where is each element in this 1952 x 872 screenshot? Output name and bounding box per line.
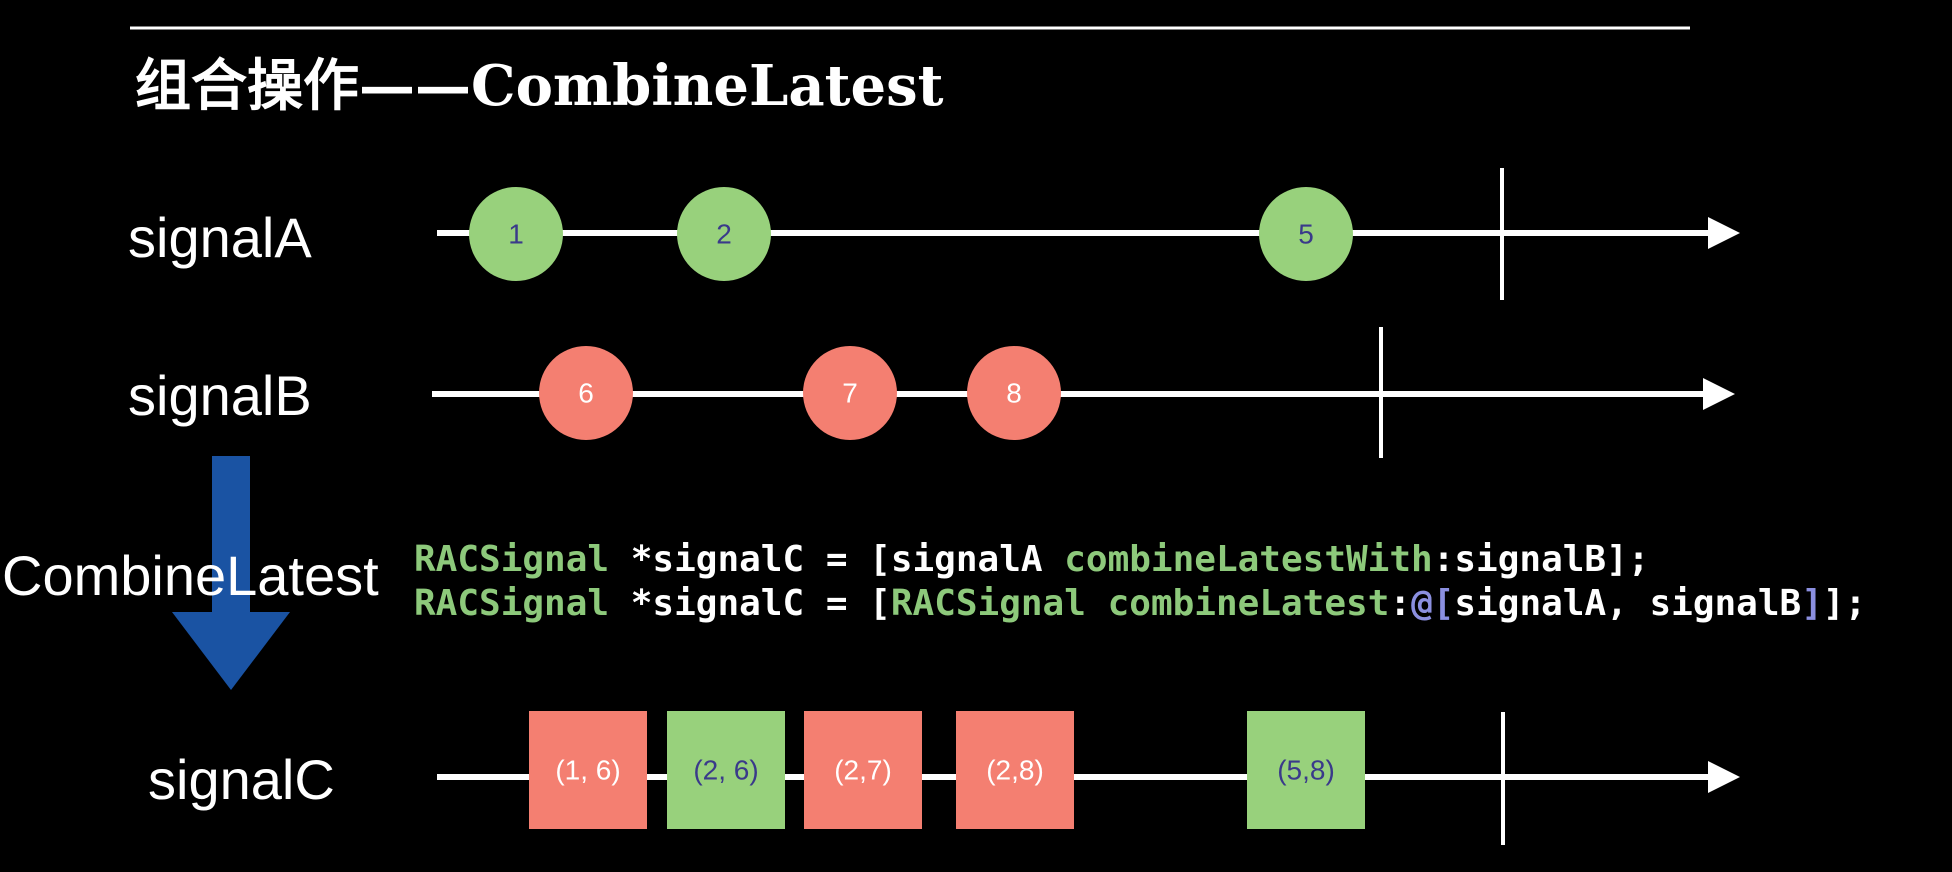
down-arrow: [172, 456, 290, 690]
page-title: 组合操作——CombineLatest: [135, 53, 944, 119]
event-label: 6: [578, 378, 594, 409]
event-label: (2, 6): [693, 755, 758, 786]
event-box-signalC: (1, 6): [529, 711, 647, 829]
code-token-method: combineLatest: [1107, 583, 1390, 624]
event-label: 1: [508, 219, 524, 250]
code-token-type: RACSignal: [414, 583, 610, 624]
code-token-plain: [1086, 583, 1108, 624]
event-marble-signalB: 7: [803, 346, 897, 440]
signal-label-b: signalB: [128, 364, 312, 427]
operator-label: CombineLatest: [2, 544, 379, 607]
code-line: RACSignal *signalC = [RACSignal combineL…: [414, 586, 1866, 622]
code-token-plain: *signalC = [signalA: [609, 539, 1065, 580]
timeline-signalB: [432, 327, 1735, 458]
event-label: 7: [842, 378, 858, 409]
event-label: (2,7): [834, 755, 892, 786]
event-marble-signalA: 1: [469, 187, 563, 281]
event-label: 5: [1298, 219, 1314, 250]
code-line: RACSignal *signalC = [signalA combineLat…: [414, 542, 1649, 578]
event-marble-signalA: 2: [677, 187, 771, 281]
code-token-plain: ];: [1822, 583, 1867, 624]
code-token-type: RACSignal: [890, 583, 1086, 624]
timeline-signalA: [437, 168, 1740, 300]
code-token-type: RACSignal: [414, 539, 610, 580]
signal-label-a: signalA: [128, 206, 312, 269]
code-token-plain: :: [1389, 583, 1412, 624]
code-token-at: ]: [1801, 583, 1823, 624]
event-label: (1, 6): [555, 755, 620, 786]
event-label: 2: [716, 219, 732, 250]
timeline-signalC: [437, 712, 1740, 845]
code-token-plain: signalA, signalB: [1454, 583, 1802, 624]
event-label: (5,8): [1277, 755, 1335, 786]
event-box-signalC: (2, 6): [667, 711, 785, 829]
event-label: (2,8): [986, 755, 1044, 786]
code-token-plain: :signalB];: [1432, 539, 1650, 580]
code-token-plain: *signalC = [: [609, 583, 891, 624]
event-marble-signalB: 6: [539, 346, 633, 440]
signal-label-c: signalC: [148, 748, 335, 811]
event-box-signalC: (2,7): [804, 711, 922, 829]
code-token-method: combineLatestWith: [1064, 539, 1433, 580]
event-box-signalC: (5,8): [1247, 711, 1365, 829]
code-token-at: @[: [1411, 583, 1455, 624]
event-box-signalC: (2,8): [956, 711, 1074, 829]
event-marble-signalB: 8: [967, 346, 1061, 440]
event-label: 8: [1006, 378, 1022, 409]
event-marble-signalA: 5: [1259, 187, 1353, 281]
